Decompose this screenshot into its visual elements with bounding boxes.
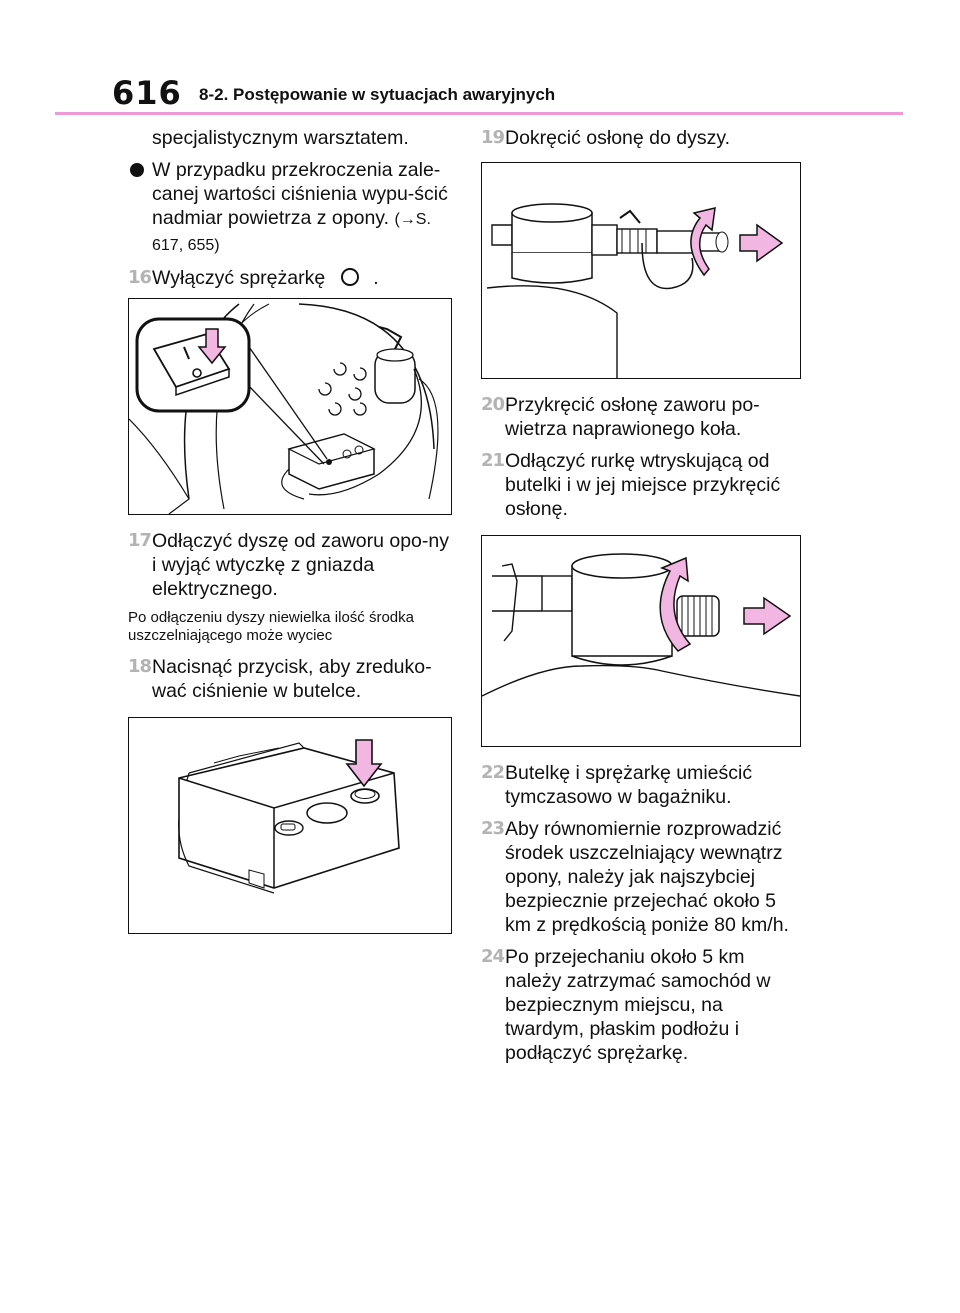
step-text: Po przejechaniu około 5 km należy zatrzy… (505, 946, 771, 1064)
cross-reference: (→S. 617, 655) (152, 211, 431, 254)
step-number: 17 (128, 530, 152, 551)
step-20: 20 Przykręcić osłonę zaworu po-wietrza n… (481, 393, 806, 441)
power-off-icon (341, 268, 360, 286)
step-text: Butelkę i sprężarkę umieścić tymczasowo … (505, 762, 753, 808)
left-column: specjalistycznym warsztatem. W przypadku… (128, 126, 453, 948)
step-number: 21 (481, 450, 505, 471)
step-17: 17 Odłączyć dyszę od zaworu opo-ny i wyj… (128, 529, 453, 601)
step-number: 22 (481, 762, 505, 783)
step-text: Wyłączyć sprężarkę (152, 267, 326, 289)
compressor-switch-illustration (129, 303, 439, 514)
nozzle-cap-illustration (486, 203, 784, 378)
compressor-button-illustration (178, 739, 400, 894)
step-text: Odłączyć dyszę od zaworu opo-ny i wyjąć … (152, 530, 449, 600)
step-number: 16 (128, 267, 152, 288)
header-rule (55, 112, 903, 115)
step-text: Nacisnąć przycisk, aby zreduko-wać ciśni… (152, 656, 432, 702)
step-18: 18 Nacisnąć przycisk, aby zreduko-wać ci… (128, 655, 453, 703)
step-number: 20 (481, 394, 505, 415)
step-text: Odłączyć rurkę wtryskującą od butelki i … (505, 450, 781, 520)
continued-text: specjalistycznym warsztatem. (152, 127, 409, 149)
step-number: 18 (128, 656, 152, 677)
bottle-cap-illustration (482, 553, 800, 697)
step-number: 23 (481, 818, 505, 839)
step-text: Przykręcić osłonę zaworu po-wietrza napr… (505, 394, 760, 440)
figure-compressor-switch (128, 298, 452, 515)
step-23: 23 Aby równomiernie rozprowadzić środek … (481, 817, 806, 937)
page-number: 616 (112, 74, 182, 112)
step-text-end: . (373, 267, 379, 289)
page-header: 616 8-2. Postępowanie w sytuacjach awary… (0, 0, 960, 120)
section-title: 8-2. Postępowanie w sytuacjach awaryjnyc… (199, 85, 556, 104)
step-16: 16 Wyłączyć sprężarkę. (128, 266, 453, 290)
step-text: Dokręcić osłonę do dyszy. (505, 127, 731, 149)
note-text: Po odłączeniu dyszy niewielka ilość środ… (128, 609, 414, 644)
bullet-item: W przypadku przekroczenia zale-canej war… (128, 158, 453, 258)
step-number: 24 (481, 946, 505, 967)
step-21: 21 Odłączyć rurkę wtryskującą od butelki… (481, 449, 806, 521)
step-19: 19 Dokręcić osłonę do dyszy. (481, 126, 806, 150)
figure-bottle-cap (481, 535, 801, 747)
step-text: Aby równomiernie rozprowadzić środek usz… (505, 818, 789, 936)
figure-nozzle-cap (481, 162, 801, 379)
right-column: 19 Dokręcić osłonę do dyszy. 20 Przykręc… (481, 126, 806, 1073)
step-24: 24 Po przejechaniu około 5 km należy zat… (481, 945, 806, 1065)
step-number: 19 (481, 127, 505, 148)
bullet-text: W przypadku przekroczenia zale-canej war… (152, 159, 448, 229)
bullet-icon (130, 163, 144, 177)
step-22: 22 Butelkę i sprężarkę umieścić tymczaso… (481, 761, 806, 809)
figure-compressor-button (128, 717, 452, 934)
